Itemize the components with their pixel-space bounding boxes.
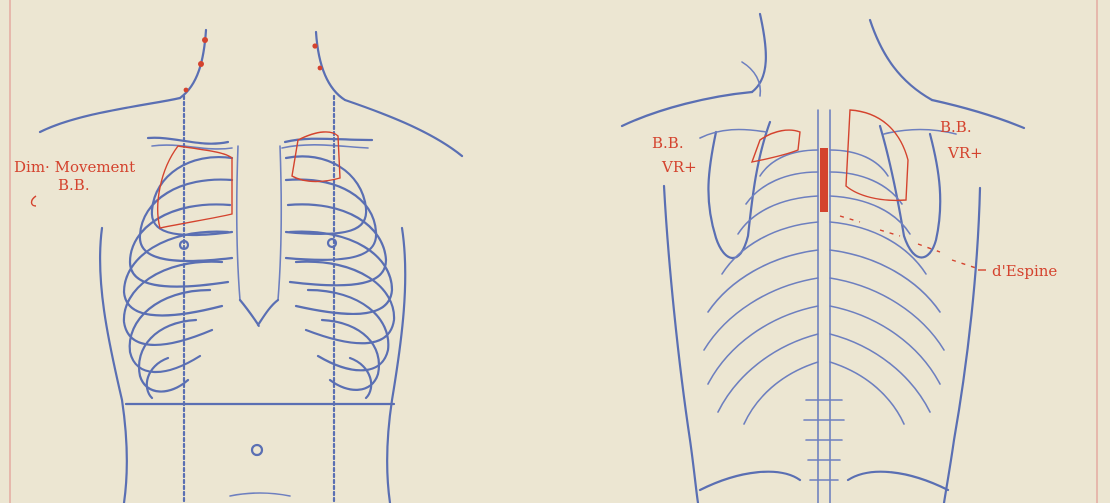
annotation-back-right-bb: B.B. (940, 118, 972, 136)
front-ribs-left (124, 157, 232, 398)
front-hatched-area-left (158, 146, 232, 228)
back-ribs-left (704, 150, 818, 424)
annotation-back-left-vr: VR+ (661, 158, 697, 176)
front-torso (40, 30, 462, 503)
front-ribs-right (286, 156, 394, 398)
scapula-left (708, 122, 770, 258)
scapula-right (880, 126, 940, 258)
back-hatched-area-right (846, 110, 908, 200)
xiphoid (240, 300, 278, 326)
annotation-back-left-bb: B.B. (652, 134, 684, 152)
annotation-d-espine: d'Espine (992, 262, 1057, 280)
back-flank-left (664, 186, 698, 503)
front-flank-left (100, 228, 127, 503)
umbilicus (252, 445, 262, 455)
annotation-back-right-vr: VR+ (947, 144, 983, 162)
back-ribs-right (830, 150, 944, 424)
front-flank-right (387, 228, 405, 503)
spinal-red-mark (820, 148, 828, 212)
back-shoulder-left (622, 92, 752, 126)
d-espine-dashed-line (840, 216, 976, 268)
front-clavicle-left (148, 138, 228, 144)
front-shoulder-left (40, 98, 180, 132)
annotation-dim-movement: Dim· Movement (14, 158, 135, 176)
back-neck-right (870, 20, 932, 100)
back-flank-right (944, 188, 980, 503)
back-torso (622, 14, 1024, 503)
annotation-front-bb: B.B. (58, 176, 90, 194)
